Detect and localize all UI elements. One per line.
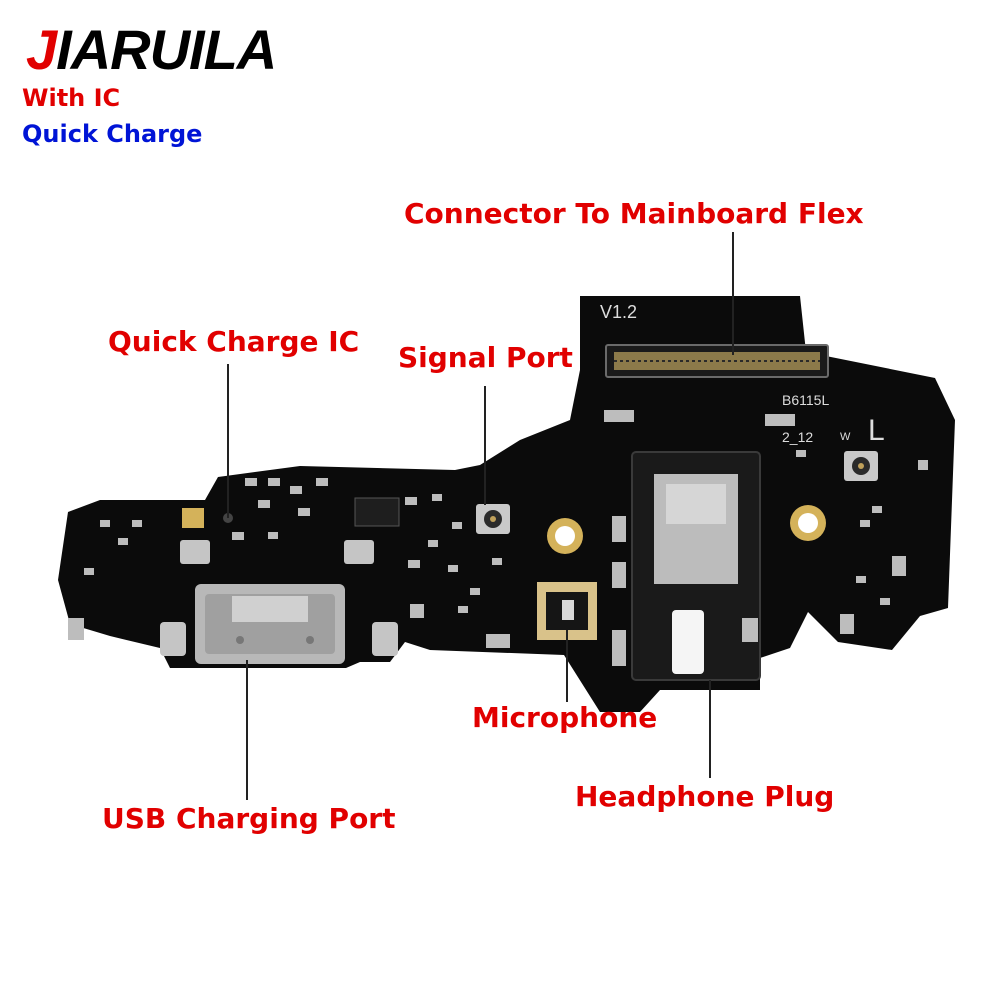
board-l-text: L [868,414,885,447]
board-code2-text: 2_12 [782,429,813,445]
brand-logo-j: J [26,18,57,81]
subtitle-with-ic: With IC [22,84,121,112]
smd-components [68,410,928,666]
headphone-jack [631,451,761,681]
usb-tab-right [372,622,398,656]
label-signal-port: Signal Port [398,341,573,374]
board-version-text: V1.2 [600,302,637,322]
brand-logo-rest: IARUILA [56,18,277,81]
gold-pad-left [182,508,204,528]
label-microphone: Microphone [472,701,658,734]
label-usb-charging-port: USB Charging Port [102,802,396,835]
usb-pad-top-left [180,540,210,564]
signal-port-left [476,504,510,534]
brand-logo: JIARUILA [26,18,277,81]
usb-tab-left [160,622,186,656]
usb-pad-top-right [344,540,374,564]
label-quick-charge-ic: Quick Charge IC [108,325,360,358]
board-w-text: W [840,431,851,443]
usb-c-port [195,584,345,664]
label-headphone-plug: Headphone Plug [575,780,835,813]
callout-lines [227,232,734,800]
board-code-text: B6115L [782,392,829,408]
quick-charge-ic-chip [354,497,400,527]
subtitle-quick-charge: Quick Charge [22,120,203,148]
label-connector-to-mainboard-flex: Connector To Mainboard Flex [404,197,864,230]
signal-port-right [844,451,878,481]
